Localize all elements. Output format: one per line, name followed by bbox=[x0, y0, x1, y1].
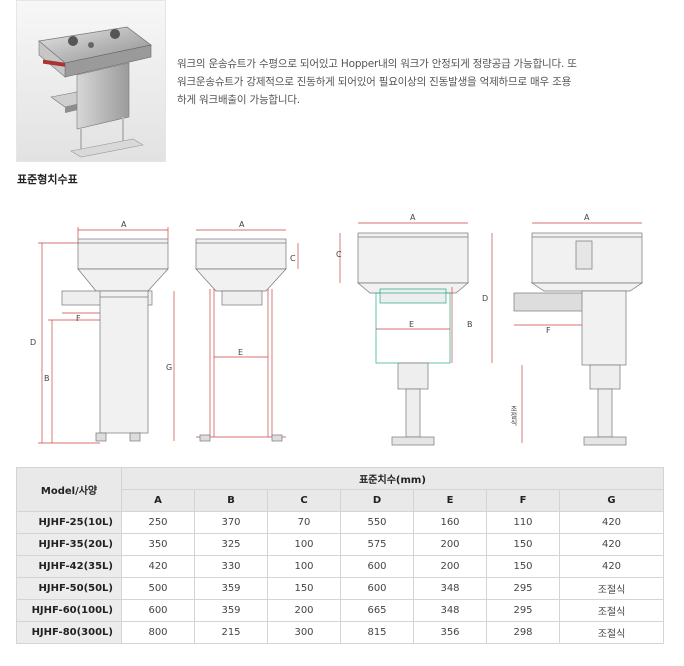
table-column-header: D bbox=[340, 489, 414, 512]
table-cell: 420 bbox=[559, 555, 664, 578]
table-cell: 250 bbox=[121, 511, 195, 534]
table-cell: 356 bbox=[413, 621, 487, 644]
label-d: D bbox=[30, 338, 36, 347]
table-cell: 조절식 bbox=[559, 577, 664, 600]
table-cell: 295 bbox=[486, 577, 560, 600]
table-cell: 160 bbox=[413, 511, 487, 534]
table-cell: 150 bbox=[486, 555, 560, 578]
section-title: 표준형치수표 bbox=[17, 173, 78, 186]
table-cell: 800 bbox=[121, 621, 195, 644]
table-cell: 215 bbox=[194, 621, 268, 644]
table-cell: 295 bbox=[486, 599, 560, 622]
label-b: B bbox=[44, 374, 50, 383]
table-cell: 815 bbox=[340, 621, 414, 644]
table-cell-model: HJHF-35(20L) bbox=[16, 533, 122, 556]
drawing-side-view bbox=[38, 227, 175, 444]
drawing-stand-side bbox=[513, 222, 644, 446]
table-header-model: Model/사양 bbox=[16, 467, 122, 512]
table-cell: 665 bbox=[340, 599, 414, 622]
table-cell: 300 bbox=[267, 621, 341, 644]
intro-line: 하게 워크배출이 가능합니다. bbox=[177, 94, 300, 106]
dimension-drawings: A D B F G A C E bbox=[0, 205, 684, 460]
table-cell: 100 bbox=[267, 555, 341, 578]
label-b: B bbox=[467, 320, 473, 329]
label-c: C bbox=[336, 250, 342, 259]
label-a: A bbox=[121, 220, 127, 229]
table-cell: 500 bbox=[121, 577, 195, 600]
table-cell: 200 bbox=[413, 555, 487, 578]
table-cell: 330 bbox=[194, 555, 268, 578]
table-header-group: 표준치수(mm) bbox=[121, 467, 664, 490]
table-cell: 200 bbox=[267, 599, 341, 622]
table-column-header: B bbox=[194, 489, 268, 512]
intro-line: 워크의 운송슈트가 수평으로 되어있고 Hopper내의 워크가 안정되게 정량… bbox=[177, 58, 577, 70]
table-cell: 100 bbox=[267, 533, 341, 556]
label-e: E bbox=[409, 320, 414, 329]
table-cell: 70 bbox=[267, 511, 341, 534]
table-cell: 600 bbox=[121, 599, 195, 622]
hopper-feeder-photo bbox=[17, 1, 165, 161]
table-cell: 370 bbox=[194, 511, 268, 534]
label-c: C bbox=[290, 254, 296, 263]
table-cell: 조절식 bbox=[559, 599, 664, 622]
table-cell: 575 bbox=[340, 533, 414, 556]
table-cell-model: HJHF-50(50L) bbox=[16, 577, 122, 600]
table-cell: 150 bbox=[486, 533, 560, 556]
table-cell: 110 bbox=[486, 511, 560, 534]
label-adjustable: 조절식 bbox=[510, 405, 518, 427]
table-cell: 200 bbox=[413, 533, 487, 556]
label-a: A bbox=[410, 213, 416, 222]
intro-line: 워크운송슈트가 강제적으로 진동하게 되어있어 필요이상의 진동발생을 억제하므… bbox=[177, 76, 572, 88]
table-column-header: C bbox=[267, 489, 341, 512]
table-cell-model: HJHF-60(100L) bbox=[16, 599, 122, 622]
label-a: A bbox=[239, 220, 245, 229]
table-cell: 조절식 bbox=[559, 621, 664, 644]
table-column-header: A bbox=[121, 489, 195, 512]
label-f: F bbox=[546, 326, 551, 335]
table-cell: 359 bbox=[194, 577, 268, 600]
intro-text: 워크의 운송슈트가 수평으로 되어있고 Hopper내의 워크가 안정되게 정량… bbox=[177, 55, 677, 109]
label-g: G bbox=[166, 363, 172, 372]
table-cell: 348 bbox=[413, 577, 487, 600]
table-cell-model: HJHF-42(35L) bbox=[16, 555, 122, 578]
table-column-header: G bbox=[559, 489, 664, 512]
table-cell: 298 bbox=[486, 621, 560, 644]
table-cell: 420 bbox=[121, 555, 195, 578]
table-cell: 550 bbox=[340, 511, 414, 534]
table-column-header: E bbox=[413, 489, 487, 512]
label-a: A bbox=[584, 213, 590, 222]
table-cell: 420 bbox=[559, 533, 664, 556]
table-cell: 150 bbox=[267, 577, 341, 600]
table-column-header: F bbox=[486, 489, 560, 512]
drawing-stand-front bbox=[339, 222, 493, 446]
table-cell: 325 bbox=[194, 533, 268, 556]
table-cell: 600 bbox=[340, 577, 414, 600]
table-cell: 350 bbox=[121, 533, 195, 556]
label-d: D bbox=[482, 294, 488, 303]
drawing-front-view bbox=[195, 229, 299, 442]
table-cell-model: HJHF-25(10L) bbox=[16, 511, 122, 534]
label-f: F bbox=[76, 314, 81, 323]
label-e: E bbox=[238, 348, 243, 357]
table-cell-model: HJHF-80(300L) bbox=[16, 621, 122, 644]
table-cell: 348 bbox=[413, 599, 487, 622]
table-cell: 600 bbox=[340, 555, 414, 578]
table-cell: 359 bbox=[194, 599, 268, 622]
table-cell: 420 bbox=[559, 511, 664, 534]
product-photo bbox=[16, 0, 166, 162]
